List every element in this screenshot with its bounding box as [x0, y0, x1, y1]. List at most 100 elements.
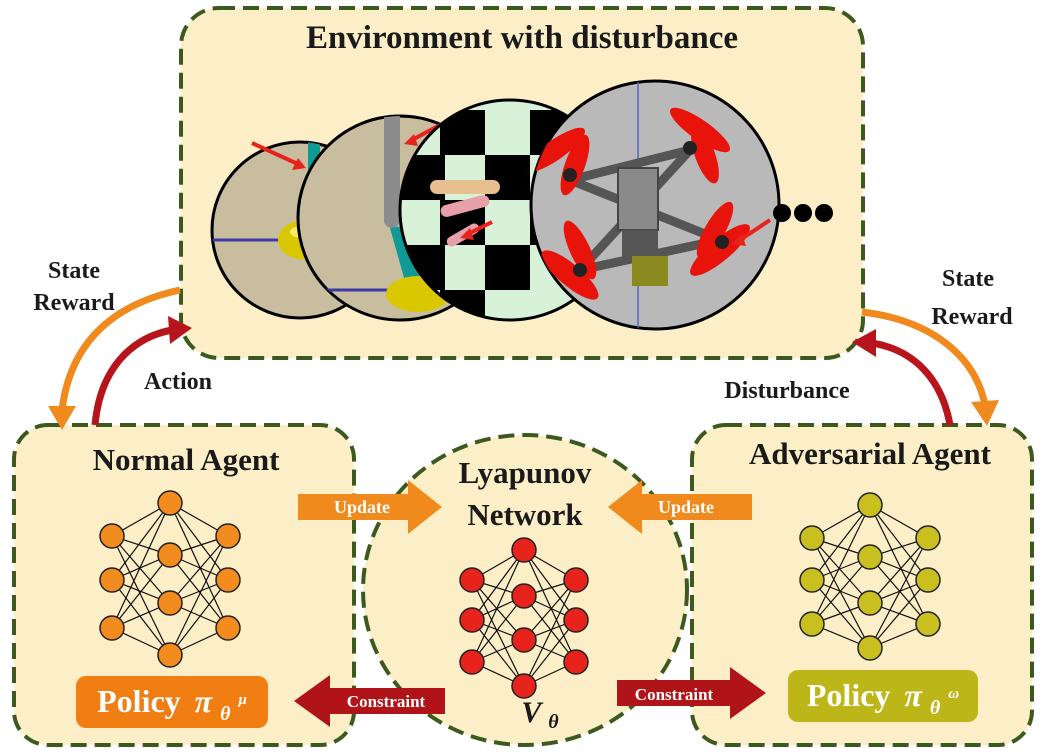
lyapunov-network-edge	[471, 549, 525, 663]
normal-network-edge	[111, 554, 171, 629]
adversarial-agent-network	[799, 492, 941, 661]
adversarial-network-edge	[869, 504, 929, 625]
right-state-label: State	[942, 266, 994, 292]
normal-agent-panel	[12, 423, 356, 747]
update-label-right: Update	[658, 497, 714, 517]
normal-network-edge	[111, 502, 171, 629]
environment-scenes	[210, 79, 833, 331]
normal-network-edge	[169, 535, 229, 656]
lyapunov-network-edge	[471, 579, 525, 687]
adversarial-network-edge	[811, 537, 871, 604]
adversarial-policy-label: Policy π θ ω	[807, 677, 959, 721]
update-label-left: Update	[334, 497, 390, 517]
normal-policy-pi: π	[195, 683, 214, 719]
constraint-arrow-right	[617, 667, 766, 719]
adversarial-network-node	[857, 635, 883, 661]
constraint-label-left: Constraint	[347, 692, 426, 711]
left-reward-label: Reward	[33, 290, 115, 316]
normal-network-node	[157, 490, 183, 516]
normal-network-node	[157, 542, 183, 568]
adversarial-network-node	[799, 611, 825, 637]
adversarial-policy-word: Policy	[807, 677, 891, 713]
adversarial-policy-theta: θ	[930, 697, 941, 719]
adversarial-network-node	[799, 525, 825, 551]
adversarial-network-node	[799, 567, 825, 593]
normal-network-node	[215, 523, 241, 549]
lyapunov-network-node	[459, 649, 485, 675]
normal-network-edge	[111, 502, 171, 581]
normal-agent-network	[99, 490, 241, 668]
adversarial-policy-box	[788, 670, 978, 722]
normal-policy-box	[76, 676, 268, 728]
normal-policy-word: Policy	[97, 683, 181, 719]
normal-network-node	[215, 567, 241, 593]
lyapunov-network-edge	[523, 595, 577, 663]
action-arrow-left	[91, 316, 192, 426]
lyapunov-network-edge	[471, 595, 525, 663]
adversarial-network-edge	[869, 556, 929, 625]
adversarial-agent-panel	[690, 423, 1034, 747]
lyapunov-network-edge	[523, 549, 577, 621]
adversarial-network-edge	[869, 504, 929, 581]
disturbance-label: Disturbance	[724, 378, 850, 404]
adversarial-network-edge	[869, 579, 929, 649]
adversarial-network-edge	[811, 504, 871, 625]
normal-network-node	[99, 523, 125, 549]
lyapunov-network-node	[563, 567, 589, 593]
lyapunov-title-line1: Lyapunov	[459, 455, 592, 490]
normal-network-node	[157, 642, 183, 668]
lyapunov-network-node	[459, 607, 485, 633]
adversarial-network-edge	[811, 504, 871, 581]
state-reward-arrow-right	[861, 308, 999, 426]
constraint-arrow-left	[294, 675, 445, 727]
normal-network-node	[215, 615, 241, 641]
normal-policy-label: Policy π θ μ	[97, 683, 247, 727]
left-state-label: State	[48, 258, 100, 284]
normal-network-node	[99, 567, 125, 593]
adversarial-network-node	[857, 492, 883, 518]
lyapunov-network-edge	[523, 619, 577, 687]
lyapunov-network-node	[511, 537, 537, 563]
adversarial-policy-pi: π	[904, 677, 923, 713]
right-reward-label: Reward	[931, 304, 1013, 330]
lyapunov-v: V	[521, 696, 544, 729]
adversarial-network-edge	[811, 537, 871, 649]
lyapunov-network-node	[511, 673, 537, 699]
adversarial-network-node	[915, 525, 941, 551]
normal-network-node	[157, 590, 183, 616]
adversarial-network-edge	[811, 556, 871, 625]
normal-policy-theta: θ	[220, 703, 231, 725]
adversarial-network-edge	[869, 537, 929, 649]
state-reward-arrow-left	[48, 286, 181, 430]
normal-network-edge	[169, 502, 229, 581]
normal-network-edge	[169, 579, 229, 656]
normal-network-edge	[111, 579, 171, 656]
lyapunov-value-label: V θ	[521, 696, 559, 733]
normal-agent-title: Normal Agent	[93, 442, 281, 477]
environment-title: Environment with disturbance	[306, 20, 738, 56]
lyapunov-network-edge	[523, 579, 577, 641]
adversarial-network-node	[915, 611, 941, 637]
normal-network-edge	[111, 535, 171, 656]
lyapunov-theta: θ	[548, 711, 559, 733]
lyapunov-network-edge	[523, 549, 577, 663]
adversarial-agent-title: Adversarial Agent	[749, 436, 992, 471]
normal-network-edge	[169, 502, 229, 629]
adversarial-network-node	[915, 567, 941, 593]
lyapunov-network-node	[563, 649, 589, 675]
normal-network-edge	[169, 535, 229, 604]
update-arrow-left	[298, 480, 442, 534]
adversarial-network-node	[857, 544, 883, 570]
lyapunov-network-edge	[523, 579, 577, 687]
quadrotor-scene-image	[529, 79, 781, 331]
adversarial-network-edge	[869, 537, 929, 604]
more-scenes-ellipsis	[773, 204, 833, 222]
lyapunov-network-node	[511, 583, 537, 609]
lyapunov-title-line2: Network	[467, 497, 583, 532]
normal-policy-mu: μ	[238, 692, 247, 708]
lyapunov-network-node	[459, 567, 485, 593]
lyapunov-network-graph	[459, 537, 589, 699]
disturbance-arrow-right	[852, 329, 954, 426]
lyapunov-network-edge	[471, 619, 525, 687]
